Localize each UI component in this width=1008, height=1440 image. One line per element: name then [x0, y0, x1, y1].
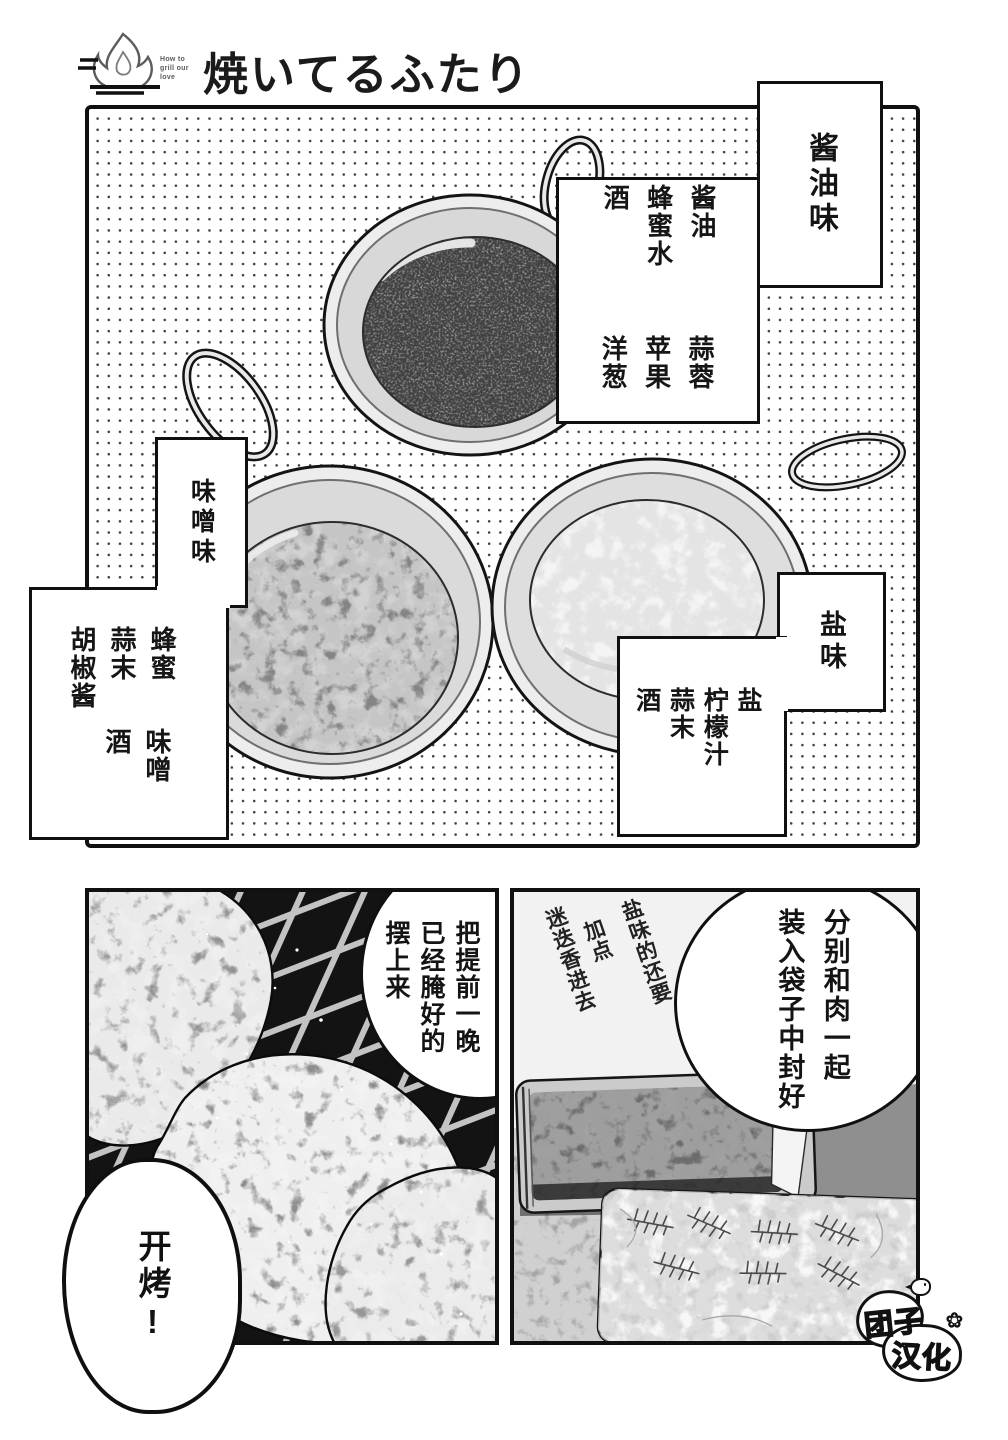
salt-flavor-label-box: 盐味 [777, 572, 886, 712]
soy-flavor-label-box: 酱油味 [757, 81, 883, 288]
bird-icon [905, 1278, 931, 1296]
miso-ingredients-box: 蜂蜜 蒜末 胡椒酱 味噌 酒 [29, 587, 229, 840]
salt-ingredients-box: 盐 柠檬汁 蒜末 酒 [617, 636, 787, 837]
salt-box-join-patch [776, 637, 788, 711]
series-title: 焼いてるふたり [203, 49, 531, 100]
bag-panel: 分别和肉一起 装入袋子中封好 盐味的还要 加点 迷迭香进去 [510, 888, 920, 1345]
handwritten-note: 盐味的还要 加点 迷迭香进去 [540, 896, 675, 1016]
credit-text-bottom: 汉化 [890, 1340, 953, 1377]
salt-pot-handle [788, 432, 906, 492]
scanlation-credit-stamp: 团子 汉化 ❀ [853, 1278, 970, 1388]
shout-text: 开烤! [134, 1228, 171, 1344]
series-english-subtitle: How to grill our love [160, 56, 189, 81]
miso-flavor-label: 味噌味 [187, 477, 216, 568]
soy-ingredients-box: 酱油 蜂蜜水 酒 蒜蓉 苹果 洋葱 [556, 177, 760, 424]
miso-extra-ingredients: 味噌 酒 [101, 728, 172, 784]
miso-pot [165, 348, 495, 780]
flower-icon: ❀ [945, 1309, 963, 1332]
grill-speech-text: 把提前一晚 已经腌好的 摆上来 [382, 920, 480, 1055]
miso-box-join-patch [157, 586, 230, 608]
sealed-bag-herbs [596, 1187, 916, 1341]
marinade-bowls-illustration [165, 135, 906, 780]
miso-pot-handle [182, 348, 278, 462]
soy-aromatic-ingredients: 蒜蓉 苹果 洋葱 [598, 335, 715, 391]
bag-speech-text: 分别和肉一起 装入袋子中封好 [774, 908, 850, 1111]
soy-flavor-label: 酱油味 [804, 132, 837, 237]
shout-bubble: 开烤! [62, 1158, 242, 1414]
miso-flavor-label-box: 味噌味 [155, 437, 248, 608]
miso-base-ingredients: 蜂蜜 蒜末 胡椒酱 [66, 626, 177, 710]
flame-icon [78, 32, 160, 95]
sealed-bag-meat [515, 1070, 817, 1214]
bag-speech-bubble [674, 892, 916, 1132]
salt-flavor-label: 盐味 [816, 610, 846, 674]
salt-ingredients: 盐 柠檬汁 蒜末 酒 [632, 687, 762, 768]
soy-base-ingredients: 酱油 蜂蜜水 酒 [600, 184, 717, 268]
